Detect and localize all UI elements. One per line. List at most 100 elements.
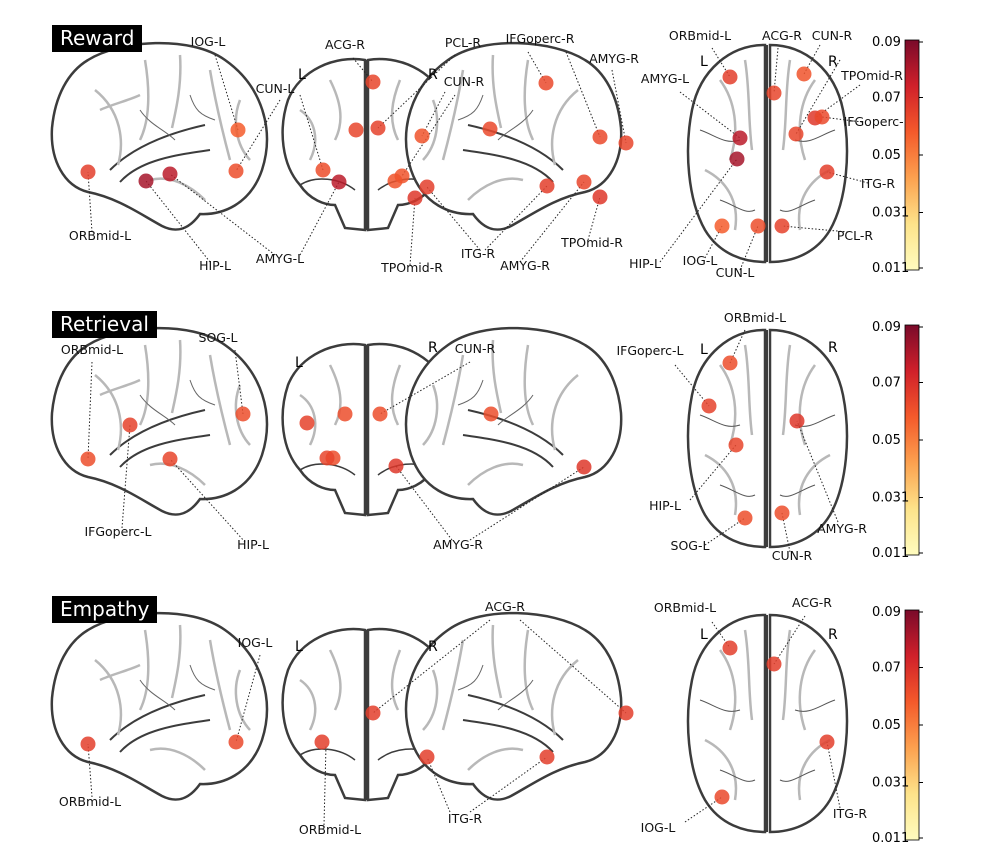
- colorbar-tick: 0.09: [872, 605, 901, 620]
- leader-line-sog-l: [704, 517, 746, 546]
- region-label-orbmid-l: ORBmid-L: [59, 794, 121, 809]
- region-label-amyg-r: AMYG-R: [500, 258, 550, 273]
- colorbar-tick: 0.05: [872, 433, 901, 448]
- hemisphere-label-right: R: [428, 639, 438, 655]
- brain-lateral-left-2: [50, 611, 269, 801]
- colorbar-tick: 0.07: [872, 91, 901, 106]
- region-label-sog-l: SOG-L: [671, 538, 710, 553]
- colorbar-0: [904, 39, 920, 271]
- node-sog-l: [235, 406, 251, 422]
- leader-line-amyg-l: [679, 91, 741, 139]
- colorbar-2: [904, 609, 920, 841]
- node-orbmid-l: [722, 69, 738, 85]
- region-label-hip-l: HIP-L: [629, 256, 661, 271]
- node-ifgoperc-l: [701, 398, 717, 414]
- node-cun-r: [483, 406, 499, 422]
- node-acg-r: [618, 705, 634, 721]
- hemisphere-label-left: L: [295, 355, 303, 371]
- node-itg-r: [539, 178, 555, 194]
- region-label-pcl-r: PCL-R: [445, 35, 482, 50]
- leader-line-iog-l: [235, 654, 261, 743]
- hemisphere-label-right: R: [428, 340, 438, 356]
- node-sog-l: [337, 406, 353, 422]
- leader-line-pcl-r: [377, 54, 456, 129]
- region-label-amyg-l: AMYG-L: [256, 251, 304, 266]
- leader-line-amyg-r: [795, 59, 841, 135]
- colorbar-tick: 0.031: [872, 776, 909, 791]
- leader-line-orbmid-l: [729, 329, 746, 364]
- leader-line-orbmid-l: [323, 744, 327, 826]
- brain-lateral-left-0: [50, 41, 269, 231]
- hemisphere-label-right: R: [828, 340, 838, 356]
- node-iog-l: [714, 789, 730, 805]
- leader-line-iog-l: [684, 796, 723, 823]
- hemisphere-label-right: R: [828, 54, 838, 70]
- node-pcl-r: [370, 120, 386, 136]
- leader-line-ifgoperc-r: [565, 51, 601, 138]
- leader-line-amyg-r: [395, 465, 453, 541]
- leader-line-ifgoperc-r: [527, 51, 547, 84]
- region-label-orbmid-l: ORBmid-L: [654, 600, 716, 615]
- region-label-ifgoperc-l: IFGoperc-L: [84, 524, 151, 539]
- region-label-iog-l: IOG-L: [238, 635, 273, 650]
- region-label-amyg-r: AMYG-R: [589, 51, 639, 66]
- node-amyg-l: [331, 174, 347, 190]
- region-label-tpomid-r: TPOmid-R: [840, 68, 903, 83]
- node-ifgoperc-r: [538, 75, 554, 91]
- node-hip-l: [162, 451, 178, 467]
- colorbar-tick: 0.09: [872, 320, 901, 335]
- leader-line-hip-l: [169, 458, 246, 543]
- node-cun-l: [315, 162, 331, 178]
- node-ifgoperc-l: [299, 415, 315, 431]
- region-label-orbmid-l: ORBmid-L: [69, 228, 131, 243]
- node-ifgoperc-r: [482, 121, 498, 137]
- leader-line-pcl-r: [781, 225, 849, 233]
- region-label-acg-r: ACG-R: [762, 28, 802, 43]
- panel-title-reward: Reward: [52, 25, 143, 52]
- node-orbmid-l: [80, 736, 96, 752]
- region-label-ifgoperc-r: IFGoperc-R: [506, 31, 575, 46]
- region-label-iog-l: IOG-L: [191, 34, 226, 49]
- hemisphere-label-right: R: [828, 627, 838, 643]
- leader-line-acg-r: [372, 619, 491, 714]
- node-iog-l: [230, 122, 246, 138]
- region-label-cun-l: CUN-L: [256, 81, 295, 96]
- leader-line-amyg-r: [796, 420, 839, 523]
- region-label-iog-l: IOG-L: [641, 820, 676, 835]
- node-cun-r: [387, 173, 403, 189]
- leader-line-orbmid-l: [87, 361, 93, 460]
- node-hip-l: [728, 437, 744, 453]
- leader-line-cun-l: [739, 225, 759, 271]
- node-pcl-r: [774, 218, 790, 234]
- leader-line-hip-l: [689, 444, 737, 501]
- colorbar-1: [904, 324, 920, 556]
- region-label-orbmid-l: ORBmid-L: [299, 822, 361, 837]
- region-label-itg-r: ITG-R: [461, 246, 496, 261]
- region-label-acg-r: ACG-R: [485, 599, 525, 614]
- leader-line-amyg-r: [469, 466, 585, 541]
- leader-line-amyg-l: [169, 173, 276, 256]
- node-sog-l: [737, 510, 753, 526]
- node-itg-r: [419, 749, 435, 765]
- region-label-amyg-r: AMYG-R: [817, 521, 867, 536]
- region-label-hip-l: HIP-L: [199, 258, 231, 273]
- region-label-ifgoperc-r: IFGoperc-R: [844, 114, 913, 129]
- node-ifgoperc-r: [814, 109, 830, 125]
- node-iog-l: [228, 734, 244, 750]
- node-amyg-r: [388, 458, 404, 474]
- hemisphere-label-left: L: [700, 342, 708, 358]
- colorbar-tick: 0.05: [872, 148, 901, 163]
- region-label-orbmid-l: ORBmid-L: [61, 342, 123, 357]
- node-amyg-l: [162, 166, 178, 182]
- region-nodes: [80, 66, 835, 805]
- node-itg-r: [819, 164, 835, 180]
- node-amyg-r: [576, 174, 592, 190]
- node-amyg-r: [618, 135, 634, 151]
- colorbar-tick: 0.07: [872, 376, 901, 391]
- region-labels: IOG-LIOG-LCUN-LCUN-LORBmid-LORBmid-LHIP-…: [59, 28, 913, 837]
- hemisphere-label-left: L: [298, 67, 306, 83]
- leader-line-tpomid-r: [587, 196, 601, 241]
- region-label-cun-r: CUN-R: [772, 548, 813, 563]
